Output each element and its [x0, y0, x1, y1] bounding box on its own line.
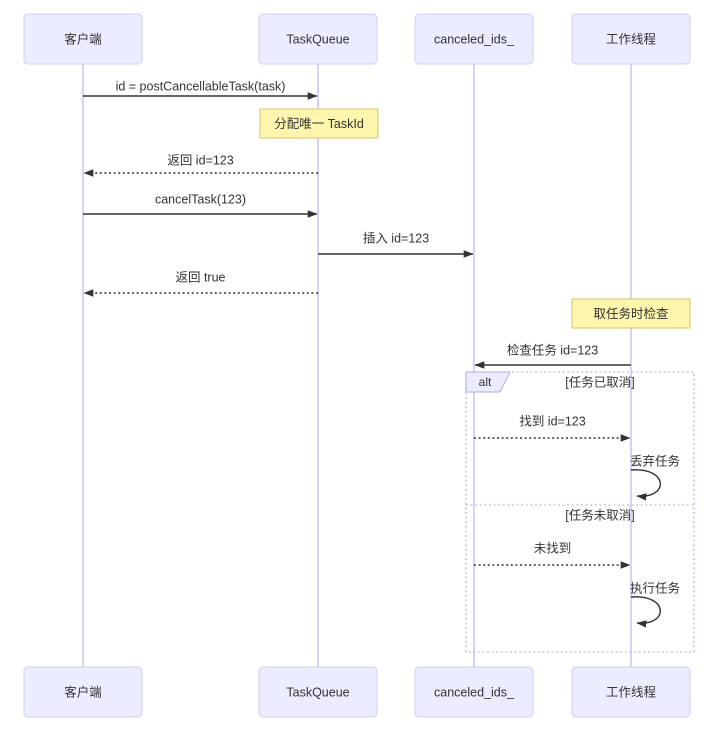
- participant-label-canceled-bottom: canceled_ids_: [434, 685, 515, 699]
- note-label-n2: 取任务时检查: [593, 306, 669, 321]
- message-label-m4: 插入 id=123: [363, 231, 429, 245]
- message-label-m7: 找到 id=123: [519, 414, 585, 428]
- note-label-n1: 分配唯一 TaskId: [274, 117, 364, 131]
- fragment-frame-alt1: [465, 371, 695, 653]
- message-label-m5: 返回 true: [175, 270, 225, 284]
- participant-box-client-top[interactable]: [23, 13, 143, 65]
- message-label-m8: 未找到: [534, 541, 572, 555]
- messages-group: id = postCancellableTask(task) 返回 id=123 c…: [83, 79, 631, 569]
- participants-bottom-group: 客户端 TaskQueue canceled_ids_ 工作线程: [23, 666, 691, 718]
- participant-box-queue-top[interactable]: [258, 13, 378, 65]
- message-label-m1: id = postCancellableTask(task): [116, 79, 286, 93]
- participants-top-group: 客户端 TaskQueue canceled_ids_ 工作线程: [23, 13, 691, 65]
- self-message-loop-s2: [630, 596, 661, 628]
- fragment-condition-alt1-0: [任务已取消]: [565, 374, 634, 389]
- message-label-m3: cancelTask(123): [155, 192, 246, 206]
- participant-label-canceled-top: canceled_ids_: [434, 32, 515, 46]
- fragment-tag-shape-alt1: [465, 371, 511, 393]
- fragment-condition-alt1-1: [任务未取消]: [565, 507, 634, 522]
- participant-label-client-bottom: 客户端: [64, 684, 102, 699]
- participant-box-queue-bottom[interactable]: [258, 666, 378, 718]
- message-label-m6: 检查任务 id=123: [507, 342, 598, 357]
- self-message-label-s1: 丢弃任务: [630, 453, 680, 468]
- participant-box-canceled-top[interactable]: [414, 13, 534, 65]
- participant-label-client-top: 客户端: [64, 31, 102, 46]
- participant-box-client-bottom[interactable]: [23, 666, 143, 718]
- participant-box-worker-top[interactable]: [571, 13, 691, 65]
- note-box-n1: [259, 108, 379, 139]
- self-message-label-s2: 执行任务: [630, 580, 680, 595]
- participant-box-worker-bottom[interactable]: [571, 666, 691, 718]
- participant-label-worker-bottom: 工作线程: [606, 684, 657, 699]
- participant-label-queue-top: TaskQueue: [286, 32, 349, 46]
- self-message-loop-s1: [630, 469, 661, 501]
- fragments-group: alt [任务已取消] [任务未取消]: [465, 371, 695, 653]
- participant-box-canceled-bottom[interactable]: [414, 666, 534, 718]
- fragment-tag-label-alt1: alt: [479, 375, 492, 389]
- note-box-n2: [571, 298, 691, 329]
- participant-label-worker-top: 工作线程: [606, 31, 657, 46]
- message-label-m2: 返回 id=123: [167, 153, 233, 167]
- participant-label-queue-bottom: TaskQueue: [286, 685, 349, 699]
- notes-group: 分配唯一 TaskId 取任务时检查: [259, 108, 691, 329]
